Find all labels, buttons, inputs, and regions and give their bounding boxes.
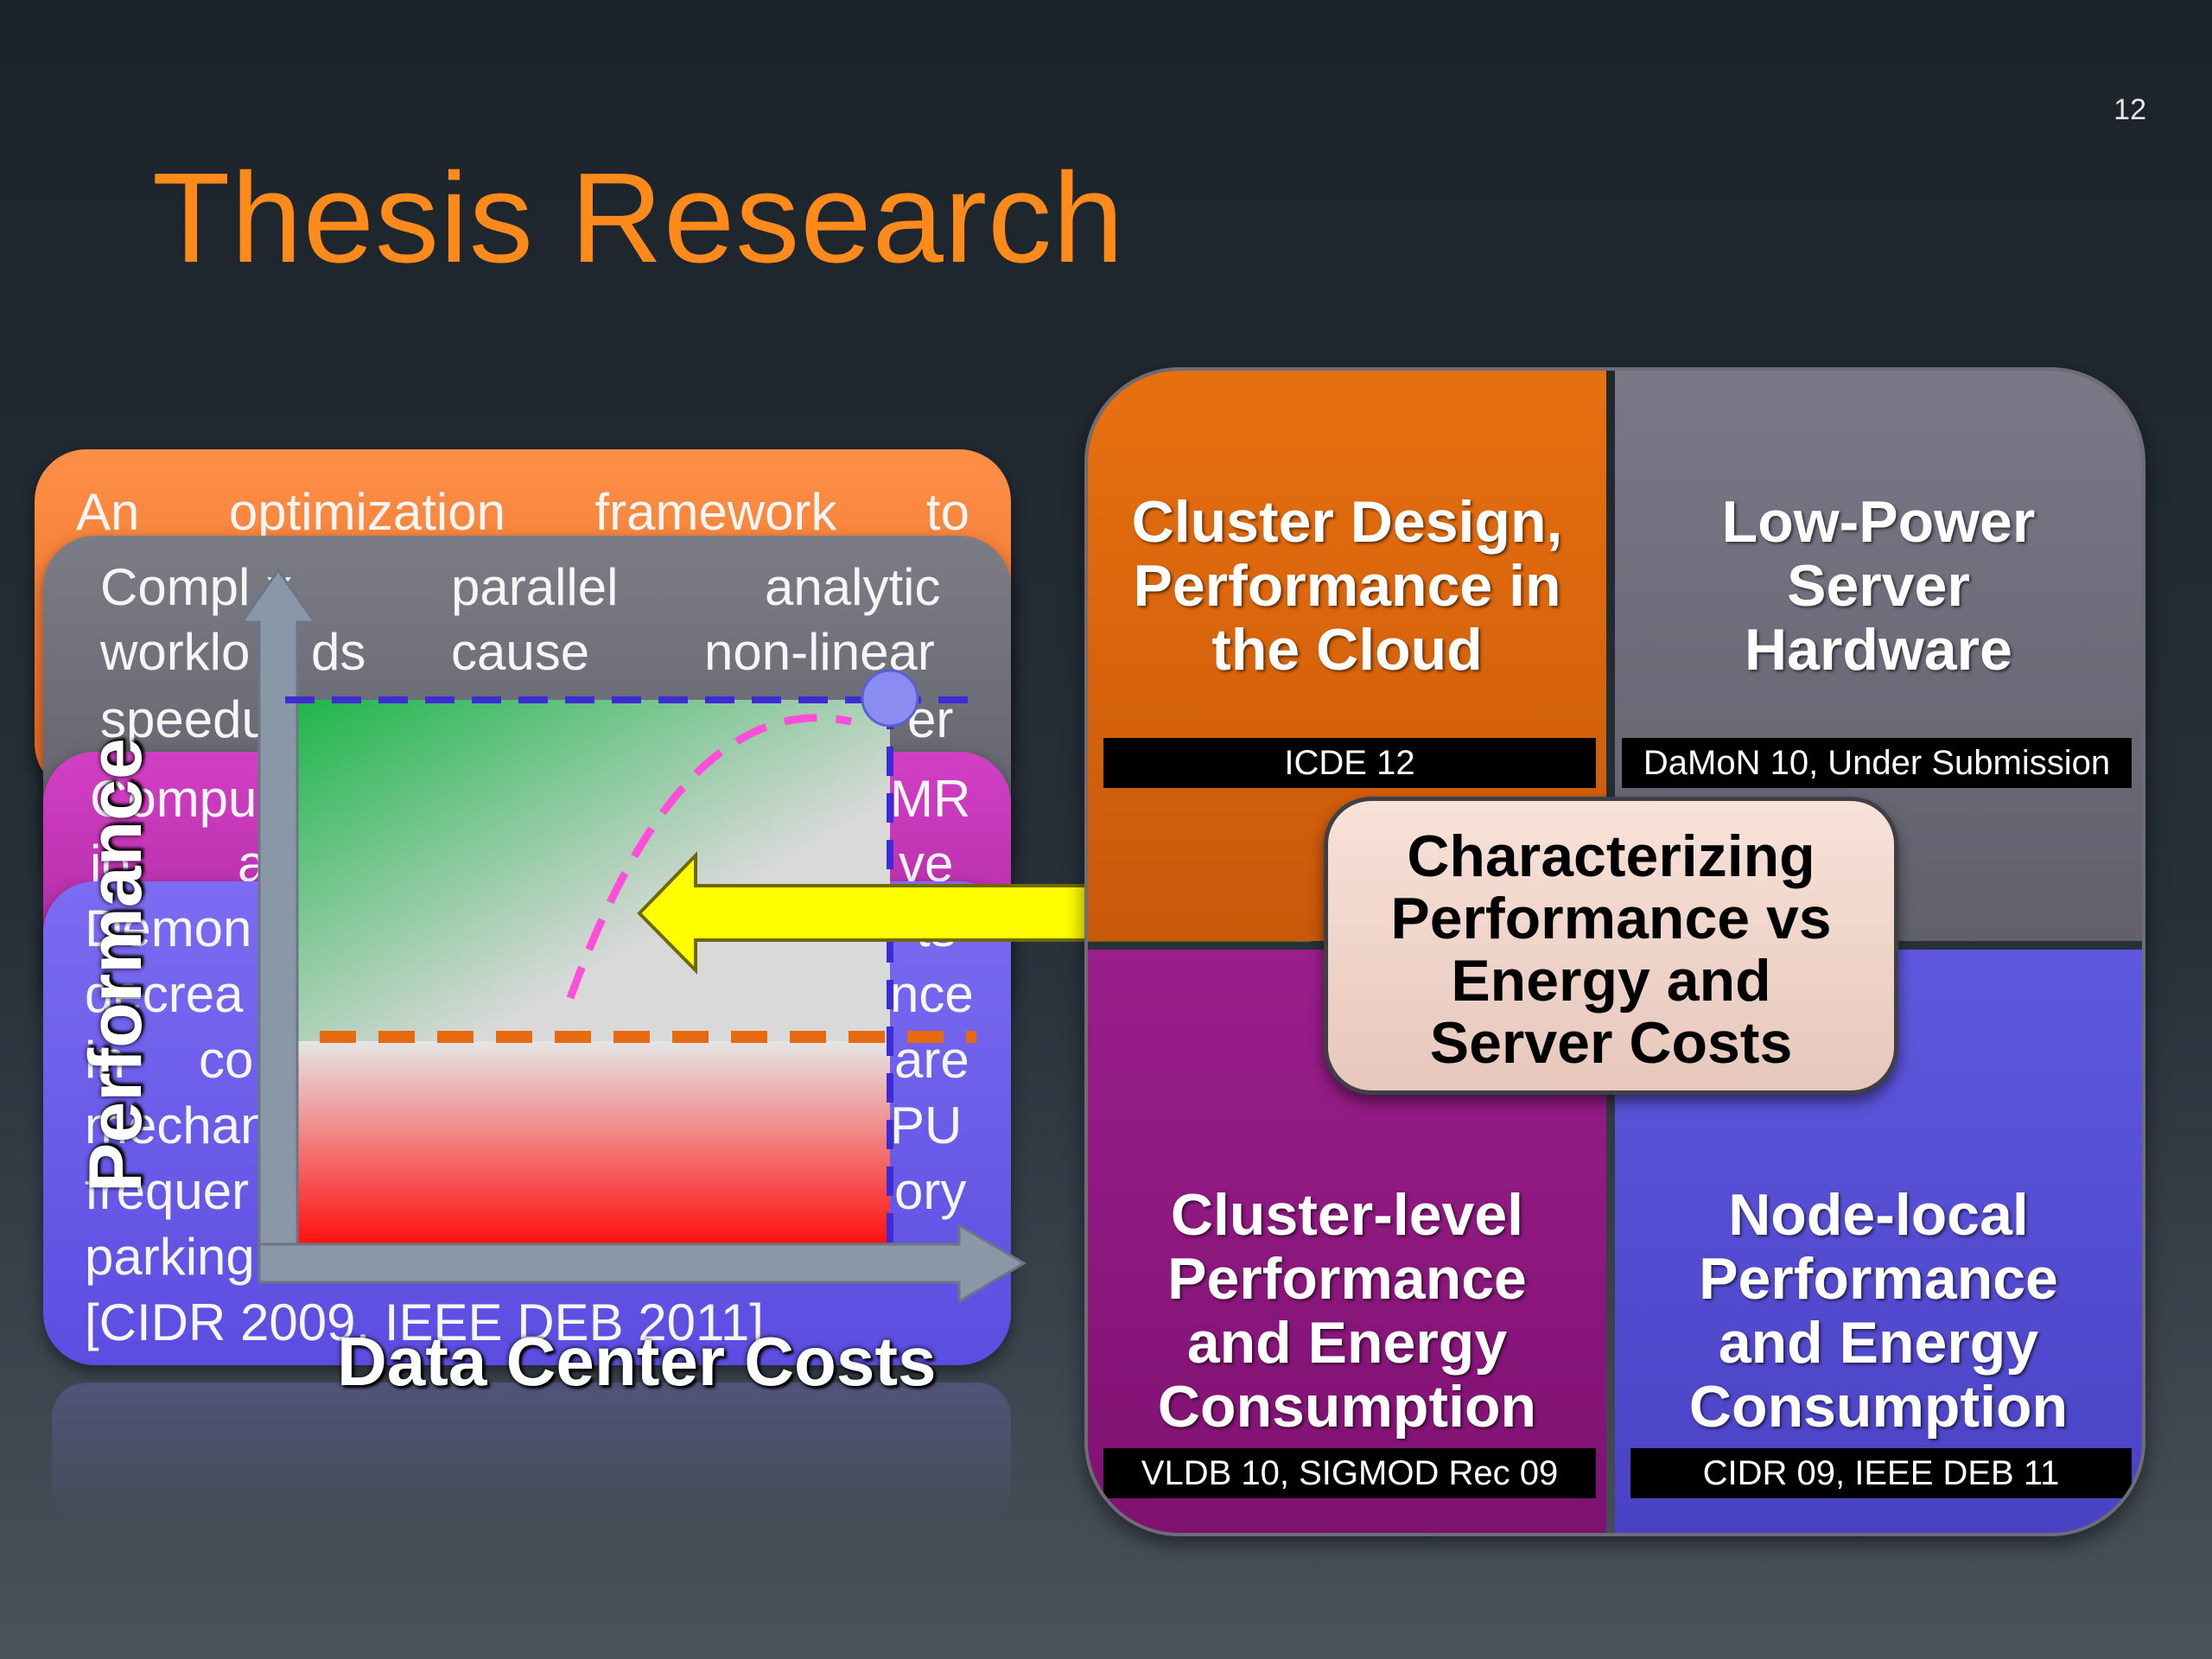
card-text: mechan xyxy=(85,1096,270,1154)
title-line: Performance in xyxy=(1133,553,1561,619)
card-text: in xyxy=(85,1031,125,1089)
title-line: Cluster-level xyxy=(1170,1182,1524,1248)
card-text: speedu xyxy=(100,690,270,748)
card-text: parking xyxy=(85,1228,255,1286)
title-line: Low-Power xyxy=(1721,489,2036,555)
card-text: parallel xyxy=(451,558,619,616)
quadrant-title: Cluster Design, Performance in the Cloud xyxy=(1088,490,1606,682)
center-characterizing-box: Characterizing Performance vs Energy and… xyxy=(1324,797,1898,1095)
center-line: Performance vs xyxy=(1390,886,1832,951)
slide-number: 12 xyxy=(2113,93,2146,126)
card-text: frequer xyxy=(85,1162,250,1220)
card-text: co xyxy=(199,1031,254,1089)
card-demonstration: Demon ts decrea nce in co are mechan PU … xyxy=(43,881,1011,1365)
word: An xyxy=(76,483,140,541)
title-line: Consumption xyxy=(1688,1374,2069,1440)
card-text: analytic xyxy=(765,558,941,616)
quadrant-citation: VLDB 10, SIGMOD Rec 09 xyxy=(1103,1448,1596,1498)
quadrant-citation: DaMoN 10, Under Submission xyxy=(1622,738,2132,788)
card-reflection xyxy=(52,1382,1011,1521)
card-text: PU xyxy=(890,1096,963,1154)
title-line: and Energy xyxy=(1186,1310,1508,1376)
card-text: Compu xyxy=(90,770,257,828)
title-line: Performance xyxy=(1699,1246,2058,1312)
title-line: and Energy xyxy=(1718,1310,2039,1376)
card-text: MR xyxy=(890,770,971,828)
card-text: are xyxy=(894,1031,969,1089)
quadrant-citation: ICDE 12 xyxy=(1103,738,1596,788)
card-text: ts xyxy=(916,899,957,957)
quadrant-citation: CIDR 09, IEEE DEB 11 xyxy=(1630,1448,2132,1498)
title-line: Hardware xyxy=(1745,617,2012,683)
title-line: Cluster Design, xyxy=(1131,489,1563,555)
card-text-line: An optimization framework to xyxy=(76,482,969,542)
title-line: the Cloud xyxy=(1211,617,1483,683)
quadrant-title: Node-local Performance and Energy Consum… xyxy=(1615,1183,2142,1439)
card-text: Compl xyxy=(100,558,251,616)
title-line: Server xyxy=(1787,553,1970,619)
word: to xyxy=(925,483,969,541)
card-citation: [CIDR 2009, IEEE DEB 2011] xyxy=(85,1294,764,1351)
card-text: x xyxy=(266,558,292,616)
title-line: Consumption xyxy=(1157,1374,1537,1440)
card-text: non-linear xyxy=(704,623,935,681)
quadrant-title: Low-Power Server Hardware xyxy=(1615,490,2142,682)
card-text: decrea xyxy=(85,965,244,1023)
center-line: Characterizing xyxy=(1407,823,1815,889)
center-line: Server Costs xyxy=(1429,1010,1793,1076)
slide-title: Thesis Research xyxy=(152,147,1125,289)
card-text: cause xyxy=(451,623,590,681)
card-text: Demon xyxy=(85,899,252,957)
card-text: worklo xyxy=(100,623,251,681)
quadrant-title: Cluster-level Performance and Energy Con… xyxy=(1088,1183,1606,1439)
card-text: ds xyxy=(311,623,366,681)
title-line: Performance xyxy=(1167,1246,1527,1312)
word: framework xyxy=(594,483,837,541)
card-text: nce xyxy=(890,965,974,1023)
card-text: er xyxy=(907,690,954,748)
word: optimization xyxy=(228,483,505,541)
center-line: Energy and xyxy=(1451,948,1771,1014)
title-line: Node-local xyxy=(1728,1182,2029,1248)
research-quadrant-grid: Cluster Design, Performance in the Cloud… xyxy=(1084,367,2145,1536)
card-text: ory xyxy=(894,1162,967,1220)
